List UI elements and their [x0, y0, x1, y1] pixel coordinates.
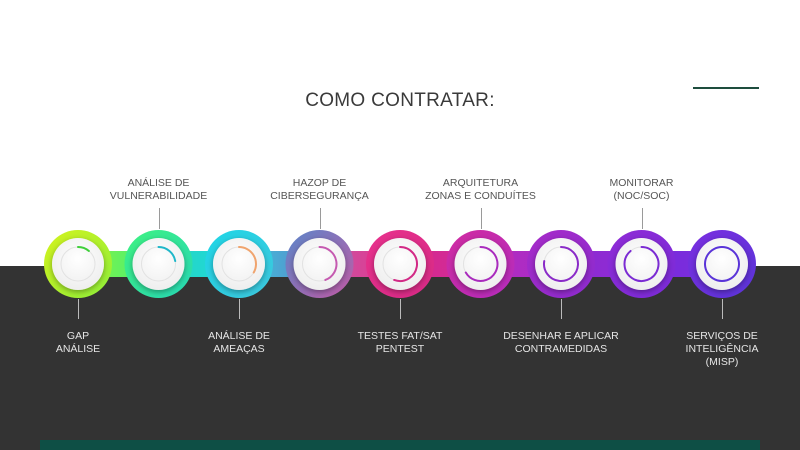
step-label-line: MONITORAR: [609, 177, 674, 189]
footer-bar: [40, 440, 760, 450]
step-inner-disc: [293, 238, 346, 290]
step-label-line: CONTRAMEDIDAS: [514, 343, 608, 355]
step-node: [527, 230, 595, 298]
step-label: MONITORAR(NOC/SOC): [572, 177, 712, 203]
progress-arc: [543, 246, 579, 282]
progress-arc: [238, 246, 257, 274]
step-inner-disc: [696, 238, 748, 290]
step-label-line: SERVIÇOS DE: [686, 330, 758, 342]
step-label-line: (NOC/SOC): [613, 190, 670, 202]
step-connector-line: [158, 208, 160, 229]
step-label-line: GAP: [66, 330, 90, 342]
step-inner-disc: [132, 238, 185, 290]
step-connector-line: [561, 299, 562, 319]
progress-arc: [318, 246, 338, 281]
page-title: COMO CONTRATAR:: [305, 90, 495, 111]
step-label-line: ZONAS E CONDUÍTES: [425, 190, 536, 202]
step-node: [285, 230, 354, 298]
step-label-line: DESENHAR E APLICAR: [503, 330, 619, 342]
step-node: [205, 230, 273, 298]
step-node: [688, 230, 756, 298]
step-label-line: AMEAÇAS: [213, 343, 265, 355]
step-label-line: VULNERABILIDADE: [109, 190, 208, 202]
step-connector-line: [78, 299, 79, 319]
step-label-line: ANÁLISE DE: [208, 330, 270, 342]
step-inner-disc: [374, 238, 426, 290]
step-label-line: ANÁLISE DE: [127, 177, 190, 189]
step-inner-disc: [213, 238, 265, 290]
step-label-line: TESTES FAT/SAT: [357, 330, 443, 342]
step-label-line: ARQUITETURA: [442, 177, 519, 189]
step-inner-disc: [52, 238, 104, 290]
progress-arc: [77, 246, 90, 252]
step-inner-disc: [535, 238, 587, 290]
step-label-line: PENTEST: [375, 343, 425, 355]
step-connector-line: [641, 208, 643, 229]
step-inner-disc: [454, 238, 507, 290]
progress-arc: [704, 246, 740, 282]
step-label-line: (MISP): [705, 356, 739, 368]
step-inner-disc: [615, 238, 668, 290]
progress-arc: [464, 246, 499, 282]
step-label-line: HAZOP DE: [292, 177, 347, 189]
accent-line: [693, 87, 759, 89]
step-connector-line: [239, 299, 240, 319]
step-node: [607, 230, 676, 298]
top-background: [0, 0, 800, 266]
step-node: [446, 230, 515, 298]
progress-arc: [623, 246, 660, 282]
step-connector-line: [400, 299, 401, 319]
progress-arc: [393, 246, 418, 282]
step-node: [124, 230, 193, 298]
step-node: [366, 230, 434, 298]
step-connector-line: [722, 299, 723, 319]
step-label-line: ANÁLISE: [55, 343, 101, 355]
step-connector-line: [480, 208, 482, 229]
step-connector-line: [319, 208, 321, 229]
step-label-line: INTELIGÊNCIA: [685, 343, 759, 355]
step-node: [44, 230, 112, 298]
progress-arc: [157, 246, 177, 263]
step-label-line: CIBERSEGURANÇA: [270, 190, 369, 202]
